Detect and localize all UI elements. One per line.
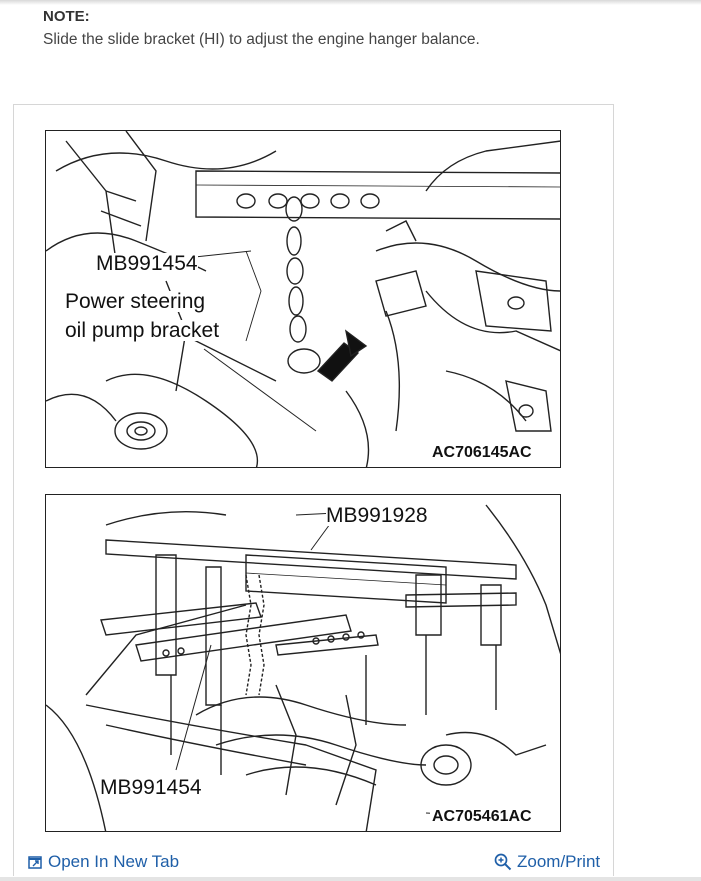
callout-oil-pump-bracket: oil pump bracket: [65, 319, 220, 342]
callout-mb991454: MB991454: [100, 776, 202, 799]
open-in-new-tab-link[interactable]: Open In New Tab: [28, 852, 179, 872]
callout-mb991454: MB991454: [96, 252, 198, 275]
bottom-divider: [0, 877, 701, 881]
callout-mb991928: MB991928: [326, 504, 428, 527]
figure-engine-hanger-pump-bracket[interactable]: MB991454 Power steering oil pump bracket…: [45, 130, 561, 468]
figure1-code: AC706145AC: [430, 444, 534, 462]
callout-power-steering: Power steering: [65, 290, 206, 313]
note-title: NOTE:: [43, 8, 90, 25]
figure-engine-hanger-assembly[interactable]: MB991928 MB991454 AC705461AC: [45, 494, 561, 832]
note-section: NOTE: Slide the slide bracket (HI) to ad…: [43, 8, 683, 49]
zoom-print-label: Zoom/Print: [517, 852, 601, 871]
open-new-tab-icon: [28, 856, 42, 869]
zoom-in-icon: [494, 853, 512, 871]
note-text: Slide the slide bracket (HI) to adjust t…: [43, 31, 480, 48]
open-in-new-tab-label: Open In New Tab: [48, 852, 180, 871]
zoom-print-link[interactable]: Zoom/Print: [494, 852, 600, 872]
figure2-code: AC705461AC: [430, 808, 534, 826]
figure1-drawing: [46, 131, 560, 467]
top-divider: [0, 0, 701, 5]
